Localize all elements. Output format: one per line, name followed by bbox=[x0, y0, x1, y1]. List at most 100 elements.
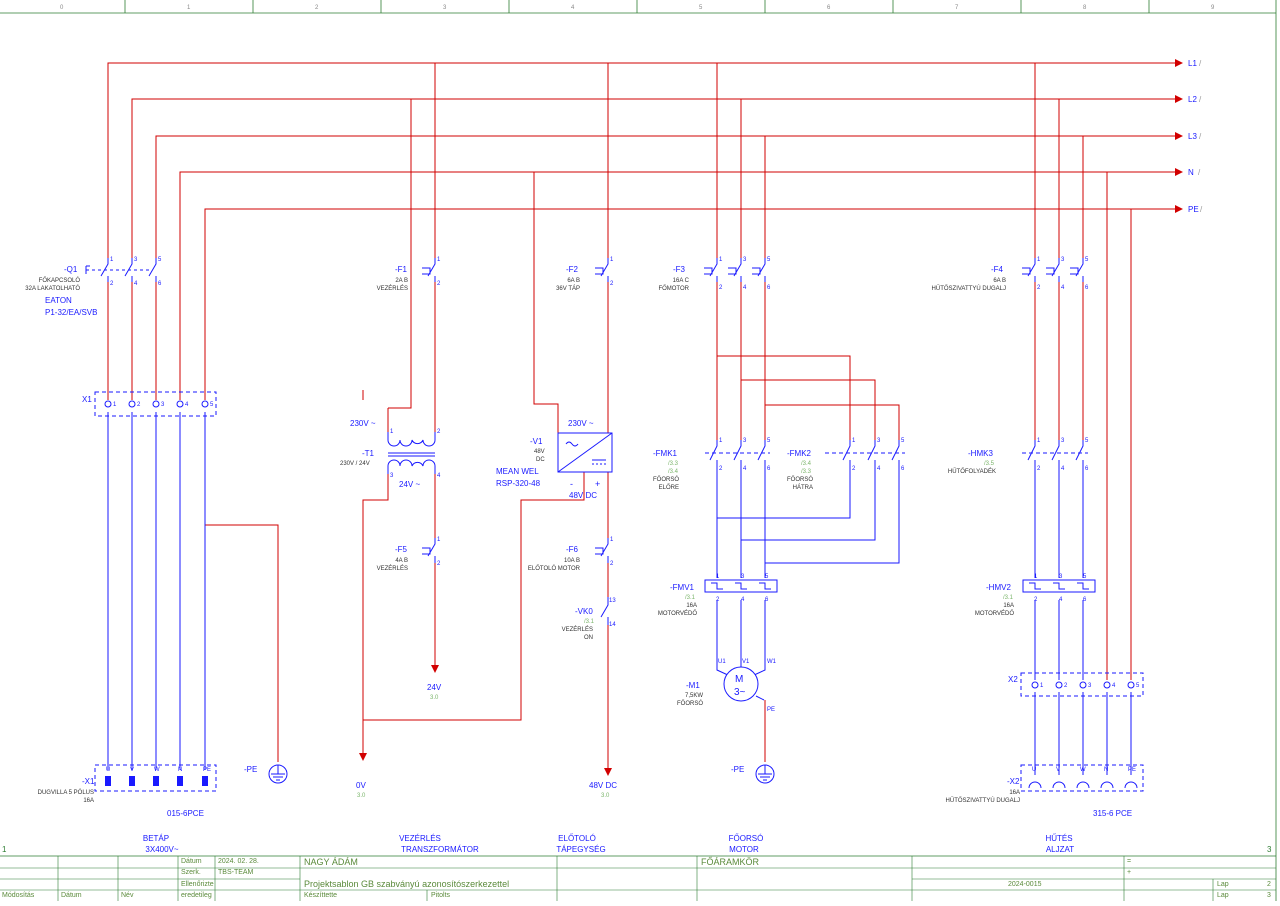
f2-pin-1: 1 bbox=[610, 257, 614, 263]
tb-label-szerk: Szerk. bbox=[181, 869, 201, 876]
tb-page: 2 bbox=[1267, 881, 1271, 888]
vk0-desc1: VEZÉRLÉS bbox=[562, 626, 593, 633]
x2-terminal-strip[interactable]: X2 1 2 3 4 5 bbox=[1008, 672, 1144, 697]
grid-col-2: 2 bbox=[315, 5, 319, 11]
hmv2-pin-5: 5 bbox=[1083, 574, 1087, 580]
out-48v-label: 48V DC bbox=[589, 781, 617, 790]
f3-pin-6: 6 bbox=[767, 285, 771, 291]
hmv2-rating: 16A bbox=[1003, 603, 1014, 609]
fmk2-pin-5: 5 bbox=[901, 438, 905, 444]
f6-breaker[interactable]: 1 2 -F6 10A B ELŐTOLÓ MOTOR bbox=[528, 537, 614, 572]
x1plug-pin-u: U bbox=[106, 767, 110, 773]
x2-pin-4: 4 bbox=[1112, 683, 1116, 689]
x2sock-type: 315-6 PCE bbox=[1093, 809, 1132, 818]
m1-power: 7,5KW bbox=[685, 693, 703, 699]
grid-col-7: 7 bbox=[955, 5, 959, 11]
t1-transformer[interactable]: 230V ~ 24V ~ -T1 230V / 24V 1 2 3 4 bbox=[340, 419, 441, 489]
m1-phase: 3~ bbox=[734, 687, 746, 698]
x2-socket[interactable]: U V W N PE -X2 16A HŰTŐSZIVATTYÚ DUGALJ … bbox=[946, 764, 1144, 818]
bus-pe-label: PE bbox=[1188, 205, 1199, 214]
tb-eq: = bbox=[1127, 858, 1132, 865]
v1-power-supply[interactable]: 230V ~ -V1 48V DC MEAN WEL RSP-320-48 - … bbox=[496, 419, 613, 500]
v1-type: RSP-320-48 bbox=[496, 479, 541, 488]
bus-l3-mark: / bbox=[1199, 132, 1202, 141]
q1-pin-6: 6 bbox=[158, 281, 162, 287]
fmk2-pin-4: 4 bbox=[877, 466, 881, 472]
f3-pin-3: 3 bbox=[743, 257, 747, 263]
fmk1-pin-1: 1 bbox=[719, 438, 723, 444]
section-vezerles-line2: TRANSZFORMÁTOR bbox=[401, 845, 479, 854]
out-48v-ref: 3.0 bbox=[601, 793, 610, 799]
tb-label-pitolts: Pitolts bbox=[431, 892, 451, 899]
fmv1-pin-4: 4 bbox=[741, 597, 745, 603]
hmk3-pin-5: 5 bbox=[1085, 438, 1089, 444]
bus-l2-mark: / bbox=[1199, 95, 1202, 104]
section-foorso-line2: MOTOR bbox=[729, 845, 759, 854]
f2-breaker[interactable]: 1 2 -F2 6A B 36V TÁP bbox=[556, 257, 614, 292]
fmk1-pin-3: 3 bbox=[743, 438, 747, 444]
fmk2-pin-1: 1 bbox=[852, 438, 856, 444]
x1-terminal-strip[interactable]: X1 1 2 3 4 5 bbox=[82, 391, 217, 417]
grid-col-9: 9 bbox=[1211, 5, 1215, 11]
v1-plus: + bbox=[595, 479, 600, 489]
x1-plug[interactable]: U V W N PE -X1 DUGVILLA 5 PÓLUS 16A 015-… bbox=[38, 764, 217, 818]
supply-wiring bbox=[107, 59, 1183, 776]
vk0-contact[interactable]: 13 14 -VK0 /3.1 VEZÉRLÉS ON bbox=[562, 597, 617, 641]
q1-main-switch[interactable]: 1 3 5 2 4 6 -Q1 FŐKAPCSOLÓ 32A LAKATOLHA… bbox=[25, 257, 162, 317]
t1-pin-3: 3 bbox=[390, 473, 394, 479]
tb-project: Projektsablon GB szabványú azonosítószer… bbox=[304, 879, 510, 889]
f3-desc: FŐMOTOR bbox=[658, 285, 689, 292]
section-hutes-line1: HŰTÉS bbox=[1045, 834, 1072, 843]
x2-tag: X2 bbox=[1008, 675, 1018, 684]
q1-pin-3: 3 bbox=[134, 257, 138, 263]
f4-breaker[interactable]: 1 3 5 2 4 6 -F4 6A B HŰTŐSZIVATTYÚ DUGAL… bbox=[932, 257, 1089, 292]
fmv1-motor-protector[interactable]: 1 3 5 2 4 6 -FMV1 /3.1 16A MOTORVÉDŐ bbox=[658, 574, 778, 617]
hmk3-desc: HŰTŐFOLYADÉK bbox=[948, 468, 996, 475]
f1-tag: -F1 bbox=[395, 265, 408, 274]
out-0v-ref: 3.0 bbox=[357, 793, 366, 799]
f3-breaker[interactable]: 1 3 5 2 4 6 -F3 16A C FŐMOTOR bbox=[658, 257, 771, 292]
x2-pin-2: 2 bbox=[1064, 683, 1068, 689]
v1-desc2: DC bbox=[536, 457, 545, 463]
tb-label-modositas: Módosítás bbox=[2, 892, 35, 899]
fmk1-contactor[interactable]: 1 3 5 2 4 6 -FMK1 /3.3 /3.4 FŐORSÓ ELŐRE bbox=[653, 438, 771, 491]
x1plug-pin-pe: PE bbox=[203, 767, 211, 773]
q1-desc1: FŐKAPCSOLÓ bbox=[39, 277, 81, 284]
x1-pin-1: 1 bbox=[113, 402, 117, 408]
f5-breaker[interactable]: 1 2 -F5 4A B VEZÉRLÉS bbox=[377, 537, 441, 572]
vk0-pin-13: 13 bbox=[609, 598, 616, 604]
f3-pin-1: 1 bbox=[719, 257, 723, 263]
hmv2-motor-protector[interactable]: 1 3 5 2 4 6 -HMV2 /3.1 16A MOTORVÉDŐ bbox=[975, 574, 1096, 617]
hmk3-contactor[interactable]: 1 3 5 2 4 6 -HMK3 /3.5 HŰTŐFOLYADÉK bbox=[948, 438, 1089, 475]
pe-ground-1-label: -PE bbox=[244, 765, 257, 774]
x2sock-desc1: 16A bbox=[1009, 790, 1020, 796]
f1-pin-1: 1 bbox=[437, 257, 441, 263]
x2sock-desc2: HŰTŐSZIVATTYÚ DUGALJ bbox=[946, 797, 1020, 804]
pe-ground-2-label: -PE bbox=[731, 765, 744, 774]
f2-rating: 6A B bbox=[567, 278, 580, 284]
fmv1-pin-3: 3 bbox=[741, 574, 745, 580]
hmk3-pin-1: 1 bbox=[1037, 438, 1041, 444]
v1-desc1: 48V bbox=[534, 449, 545, 455]
f3-pin-5: 5 bbox=[767, 257, 771, 263]
bus-labels: L1 / L2 / L3 / N / PE / bbox=[1188, 59, 1203, 214]
t1-pin-2: 2 bbox=[437, 429, 441, 435]
bus-l3-label: L3 bbox=[1188, 132, 1197, 141]
section-vezerles-line1: VEZÉRLÉS bbox=[399, 834, 441, 843]
fmk1-pin-4: 4 bbox=[743, 466, 747, 472]
fmk1-pin-5: 5 bbox=[767, 438, 771, 444]
m1-motor[interactable]: M 3~ U1 V1 W1 PE -M1 7,5KW FŐORSÓ bbox=[677, 659, 777, 713]
hmv2-ref: /3.1 bbox=[1003, 595, 1014, 601]
v1-tag: -V1 bbox=[530, 437, 543, 446]
section-betap-line2: 3X400V~ bbox=[145, 845, 178, 854]
x2-pin-5: 5 bbox=[1136, 683, 1140, 689]
title-block-grid bbox=[0, 856, 1276, 901]
f1-breaker[interactable]: 1 2 -F1 2A B VEZÉRLÉS bbox=[377, 257, 441, 292]
f3-rating: 16A C bbox=[673, 278, 690, 284]
f4-pin-6: 6 bbox=[1085, 285, 1089, 291]
hmv2-pin-2: 2 bbox=[1034, 597, 1038, 603]
pe-ground-2: -PE bbox=[731, 764, 775, 784]
tb-label-eredetileg: eredetileg bbox=[181, 892, 212, 899]
fmk2-contactor[interactable]: 1 3 5 2 4 6 -FMK2 /3.4 /3.3 FŐORSÓ HÁTRA bbox=[787, 438, 905, 491]
section-elotolo-line1: ELŐTOLÓ bbox=[558, 834, 596, 843]
